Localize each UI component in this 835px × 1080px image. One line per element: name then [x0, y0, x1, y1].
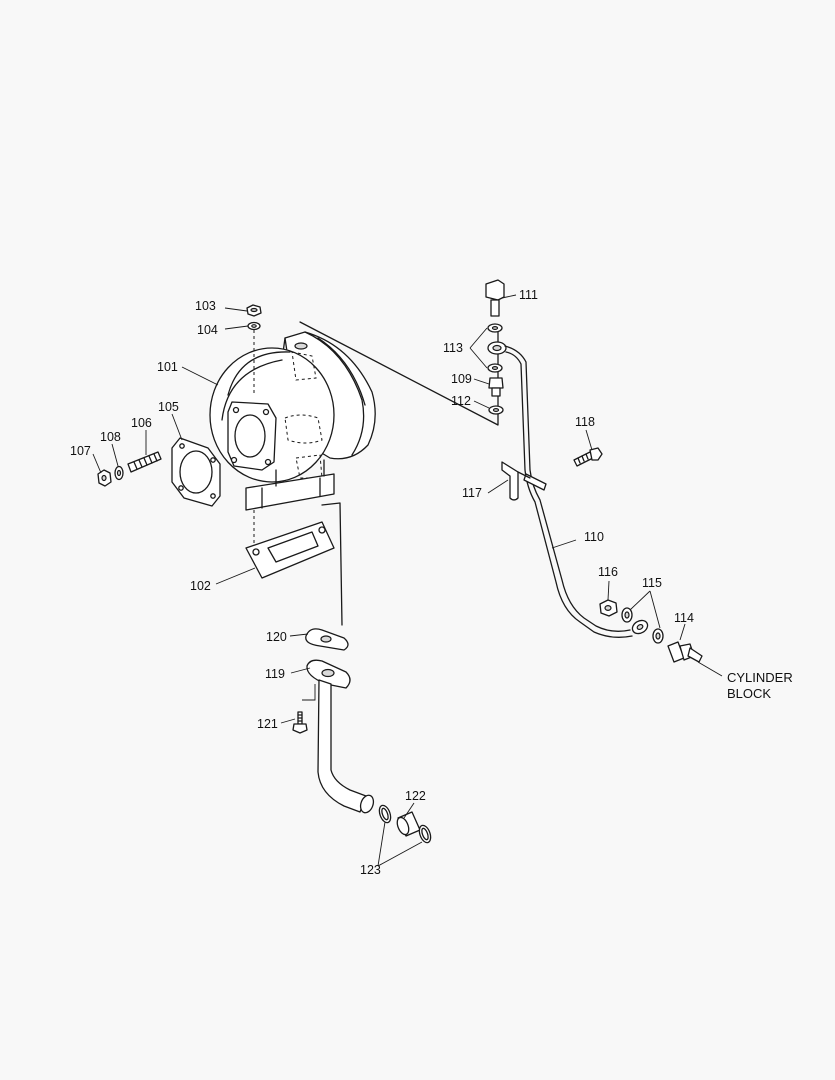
- washer-115-right: [652, 628, 664, 644]
- washer-113-top: [487, 323, 503, 333]
- clip-117: [501, 461, 547, 501]
- callout-105: 105: [158, 400, 179, 414]
- gasket-102: [245, 521, 335, 579]
- callout-112: 112: [451, 394, 471, 408]
- callout-116: 116: [598, 565, 618, 579]
- callout-108: 108: [100, 430, 121, 444]
- callout-110: 110: [584, 530, 604, 544]
- connector-114: [667, 641, 703, 663]
- stud-106: [127, 451, 162, 473]
- bolt-121: [292, 711, 308, 734]
- drain-pipe-119: [306, 659, 375, 814]
- clamp-123-right: [418, 824, 432, 844]
- callout-111: 111: [519, 288, 538, 302]
- callout-103: 103: [195, 299, 216, 313]
- leader-lines: [92, 294, 723, 867]
- callout-122: 122: [405, 789, 426, 803]
- callout-107: 107: [70, 444, 91, 458]
- note-line-2: BLOCK: [727, 686, 771, 701]
- callout-119: 119: [265, 667, 285, 681]
- washer-113-bottom: [487, 363, 503, 373]
- clamp-123-left: [378, 804, 392, 824]
- callout-109: 109: [451, 372, 472, 386]
- callout-117: 117: [462, 486, 482, 500]
- washer-104: [247, 321, 261, 331]
- washer-108: [114, 465, 124, 481]
- callout-104: 104: [197, 323, 218, 337]
- nut-103: [246, 304, 262, 317]
- note-line-1: CYLINDER: [727, 670, 793, 685]
- oil-pipe-110: [504, 345, 649, 638]
- callout-115: 115: [642, 576, 662, 590]
- bolt-111: [485, 279, 505, 317]
- callout-120: 120: [266, 630, 287, 644]
- gasket-105: [171, 437, 221, 507]
- callout-118: 118: [575, 415, 595, 429]
- washer-112: [488, 405, 504, 415]
- bolt-118: [573, 447, 603, 467]
- callout-102: 102: [190, 579, 211, 593]
- callout-114: 114: [674, 611, 694, 625]
- callout-106: 106: [131, 416, 152, 430]
- nut-116: [599, 599, 618, 617]
- hose-122: [396, 811, 421, 837]
- callout-labels: 103 104 101 105 106 108 107 102 120 119 …: [70, 288, 793, 877]
- washer-115-left: [621, 607, 633, 623]
- banjo-fitting: [487, 341, 507, 355]
- callout-123: 123: [360, 863, 381, 877]
- callout-101: 101: [157, 360, 178, 374]
- nut-107: [97, 469, 112, 487]
- callout-121: 121: [257, 717, 278, 731]
- adapter-109: [488, 377, 504, 397]
- turbocharger-101: [209, 331, 376, 511]
- gasket-120: [305, 628, 349, 651]
- callout-113: 113: [443, 341, 463, 355]
